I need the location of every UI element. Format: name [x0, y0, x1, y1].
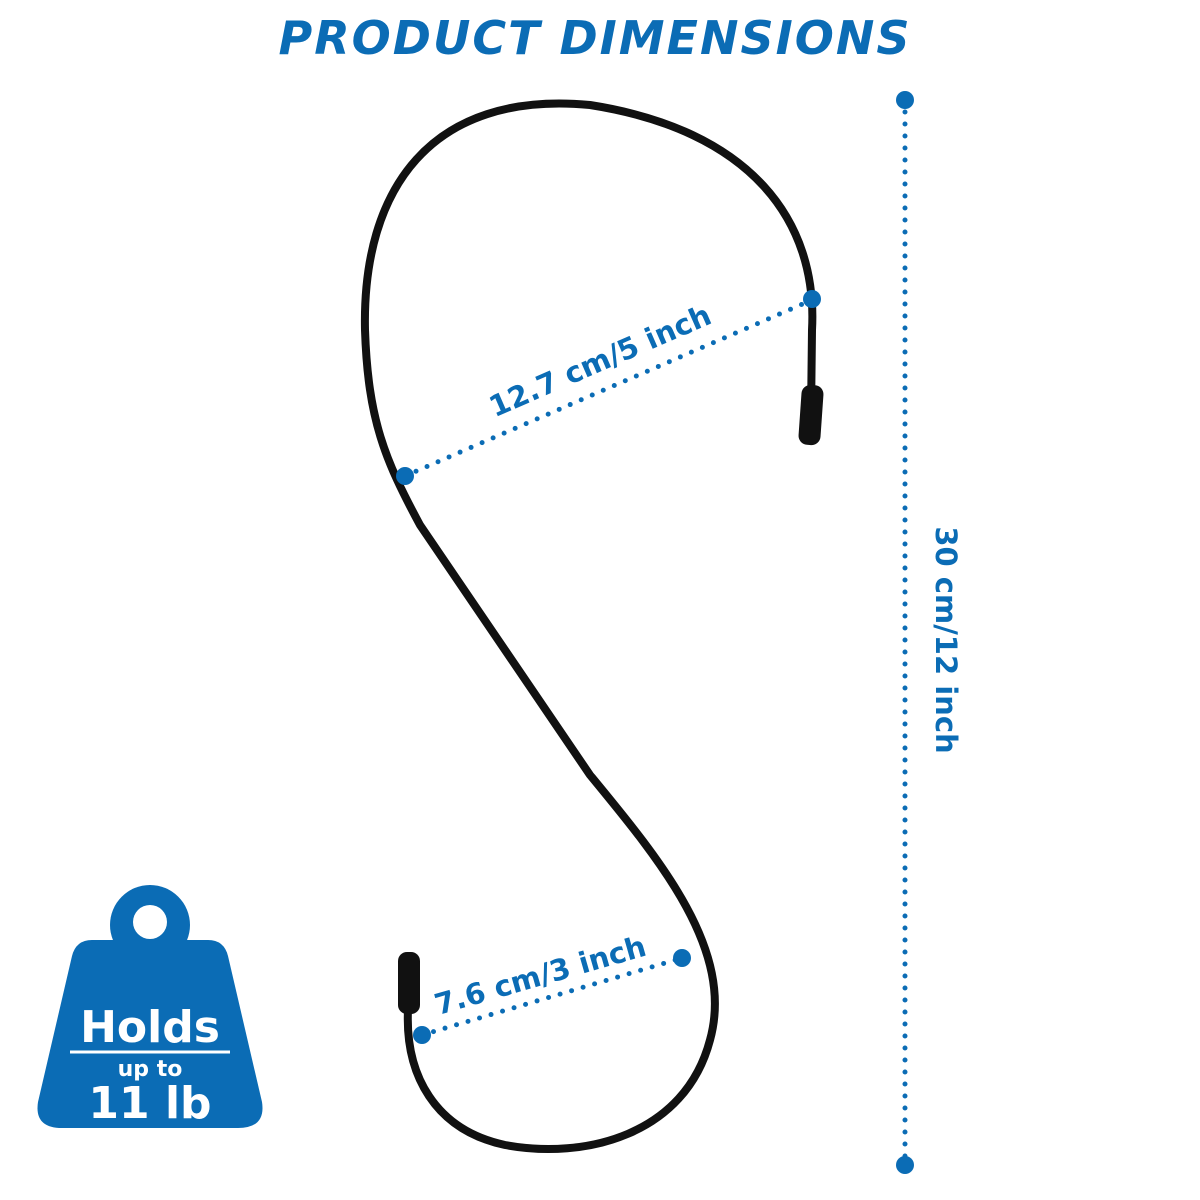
- height-top-dot: [896, 91, 914, 109]
- height-bottom-dot: [896, 1156, 914, 1174]
- bottom-hook-tip: [398, 952, 420, 1014]
- top-width-dimension-line: [402, 297, 815, 479]
- top-width-label: 12.7 cm/5 inch: [484, 298, 716, 424]
- page-title: PRODUCT DIMENSIONS: [278, 11, 912, 65]
- weight-badge-amount: 11 lb: [88, 1078, 211, 1129]
- s-hook-wire: [360, 99, 817, 1154]
- bottom-width-left-dot: [413, 1026, 431, 1044]
- bottom-width-dimension-line: [419, 955, 685, 1038]
- top-width-right-dot: [803, 290, 821, 308]
- weight-badge-up-to: up to: [118, 1057, 183, 1082]
- weight-icon: [37, 885, 263, 1128]
- weight-badge-holds: Holds: [80, 1002, 220, 1053]
- top-hook-tip: [798, 384, 824, 446]
- bottom-width-right-dot: [673, 949, 691, 967]
- weight-badge: Holds up to 11 lb: [37, 885, 263, 1129]
- height-label: 30 cm/12 inch: [929, 526, 963, 753]
- top-width-left-dot: [396, 467, 414, 485]
